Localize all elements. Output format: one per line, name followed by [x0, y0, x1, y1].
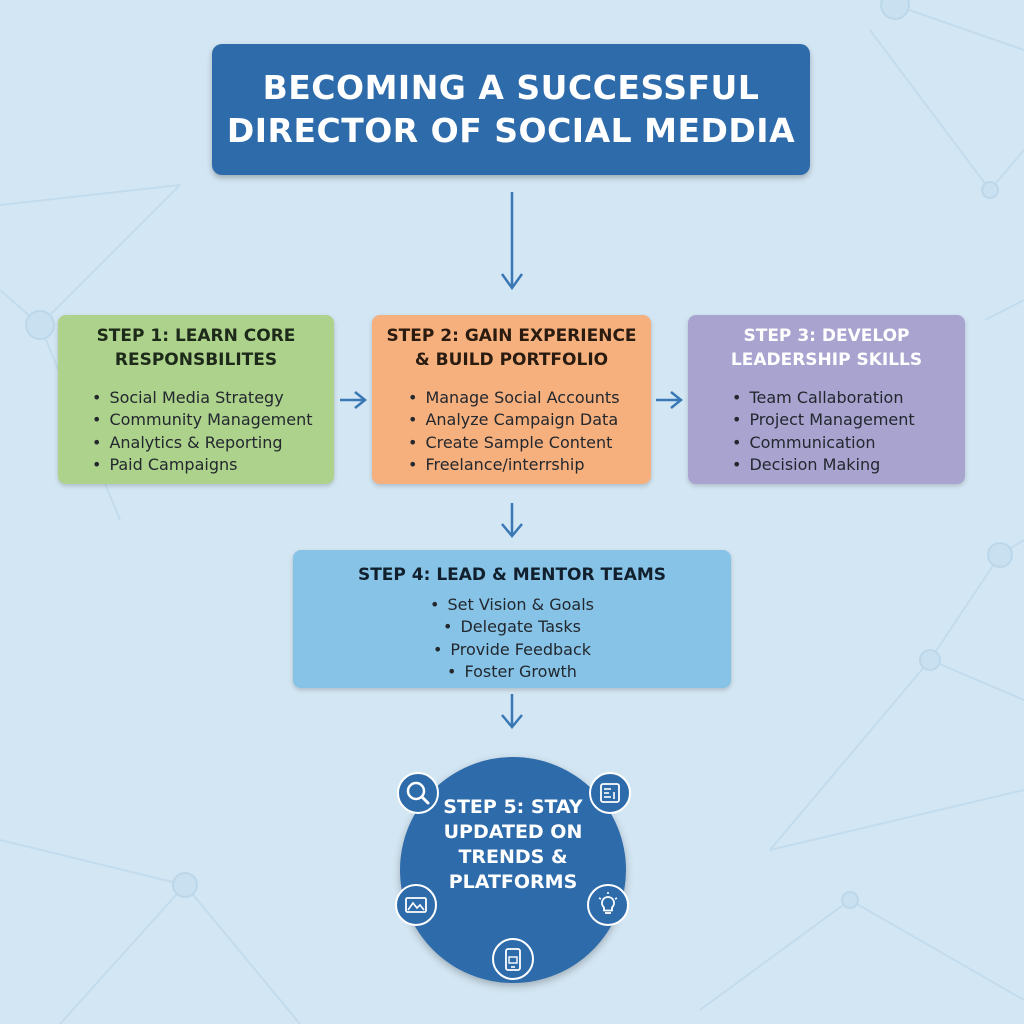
list-item: Foster Growth	[293, 661, 731, 684]
list-item: Create Sample Content	[408, 432, 651, 455]
step-1-list: Social Media Strategy Community Manageme…	[92, 387, 334, 477]
list-item: Freelance/interrship	[408, 454, 651, 477]
step-5-title: STEP 5: STAY UPDATED ON TRENDS & PLATFOR…	[443, 796, 583, 893]
arrow-right-step2-to-step3	[656, 391, 684, 409]
list-item: Decision Making	[732, 454, 965, 477]
magnifier-icon	[397, 772, 439, 814]
step-3-title: STEP 3: DEVELOP LEADERSHIP SKILLS	[730, 326, 923, 370]
title-line-1: BECOMING A SUCCESSFUL	[262, 67, 760, 107]
lightbulb-icon	[587, 884, 629, 926]
list-item: Community Management	[92, 409, 334, 432]
step-1-title: STEP 1: LEARN CORE RESPONSBILITES	[96, 326, 296, 370]
list-item: Project Management	[732, 409, 965, 432]
step-4-box: STEP 4: LEAD & MENTOR TEAMS Set Vision &…	[293, 550, 731, 688]
list-item: Analyze Campaign Data	[408, 409, 651, 432]
step-2-title: STEP 2: GAIN EXPERIENCE & BUILD PORTFOLI…	[386, 326, 637, 370]
list-item: Provide Feedback	[293, 639, 731, 662]
arrow-down-step2-to-step4	[501, 503, 523, 538]
chart-board-icon	[589, 772, 631, 814]
list-item: Social Media Strategy	[92, 387, 334, 410]
arrow-down-title-to-steps	[500, 192, 524, 291]
step-4-title: STEP 4: LEAD & MENTOR TEAMS	[357, 565, 667, 585]
step-4-list: Set Vision & Goals Delegate Tasks Provid…	[293, 594, 731, 684]
step-3-list: Team Callaboration Project Management Co…	[732, 387, 965, 477]
arrow-right-step1-to-step2	[340, 391, 368, 409]
list-item: Team Callaboration	[732, 387, 965, 410]
list-item: Paid Campaigns	[92, 454, 334, 477]
step-2-list: Manage Social Accounts Analyze Campaign …	[408, 387, 651, 477]
list-item: Manage Social Accounts	[408, 387, 651, 410]
step-1-box: STEP 1: LEARN CORE RESPONSBILITES Social…	[58, 315, 334, 484]
image-map-icon	[395, 884, 437, 926]
list-item: Communication	[732, 432, 965, 455]
title-banner: BECOMING A SUCCESSFUL DIRECTOR OF SOCIAL…	[212, 44, 810, 175]
tablet-icon	[492, 938, 534, 980]
list-item: Analytics & Reporting	[92, 432, 334, 455]
step-2-box: STEP 2: GAIN EXPERIENCE & BUILD PORTFOLI…	[372, 315, 651, 484]
arrow-down-step4-to-step5	[501, 694, 523, 729]
step-3-box: STEP 3: DEVELOP LEADERSHIP SKILLS Team C…	[688, 315, 965, 484]
list-item: Set Vision & Goals	[293, 594, 731, 617]
title-line-2: DIRECTOR OF SOCIAL MEDDIA	[226, 110, 796, 150]
list-item: Delegate Tasks	[293, 616, 731, 639]
